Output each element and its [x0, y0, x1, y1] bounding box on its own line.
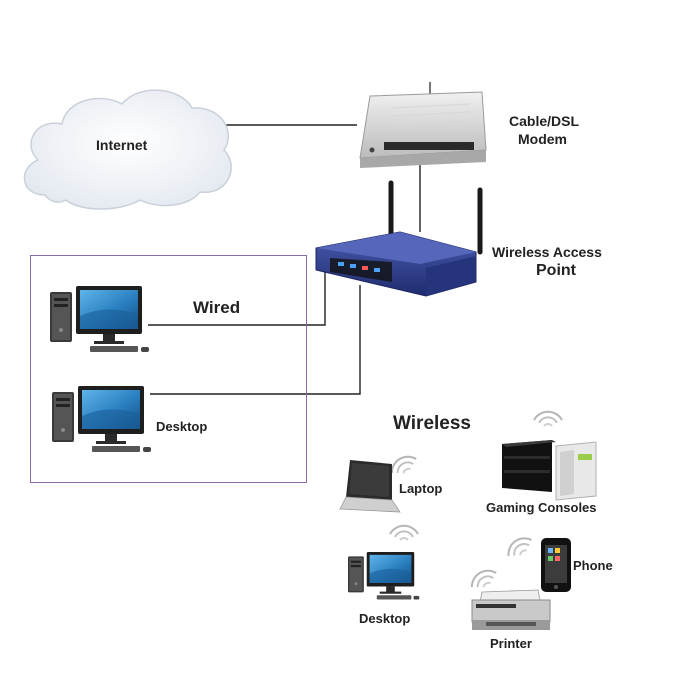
- laptop-icon: [339, 460, 401, 513]
- desktop-wired-label: Desktop: [156, 419, 208, 434]
- desktop-wireless-label: Desktop: [359, 611, 411, 626]
- modem-label-line2: Modem: [518, 131, 567, 147]
- connection-lines: [148, 124, 421, 395]
- wired-desktop-2-line: [150, 285, 361, 395]
- modem-label-line1: Cable/DSL: [509, 113, 580, 129]
- modem-icon: [359, 82, 487, 168]
- cloud-icon: [23, 89, 232, 210]
- printer-label: Printer: [490, 636, 532, 651]
- game-console-icon: [502, 440, 597, 501]
- wifi-signal-icon: [389, 524, 419, 541]
- wifi-signal-icon: [502, 532, 536, 562]
- wireless-label: Wireless: [393, 413, 471, 434]
- access-point-label-line1: Wireless Access: [492, 244, 602, 260]
- wifi-signal-icon: [386, 450, 421, 480]
- internet-label: Internet: [96, 137, 148, 153]
- wired-desktop-1-line: [148, 272, 326, 326]
- wifi-signal-icon: [466, 564, 501, 594]
- wired-network-group: [30, 255, 307, 483]
- laptop-label: Laptop: [399, 481, 443, 496]
- access-point-label-line2: Point: [536, 262, 576, 279]
- phone-label: Phone: [573, 558, 613, 573]
- wired-label: Wired: [193, 298, 241, 317]
- router-icon: [315, 180, 483, 297]
- printer-icon: [471, 589, 551, 630]
- phone-icon: [541, 538, 571, 592]
- gaming-consoles-label: Gaming Consoles: [486, 500, 597, 515]
- desktop-icon: [348, 552, 420, 600]
- wifi-signal-icon: [533, 410, 563, 427]
